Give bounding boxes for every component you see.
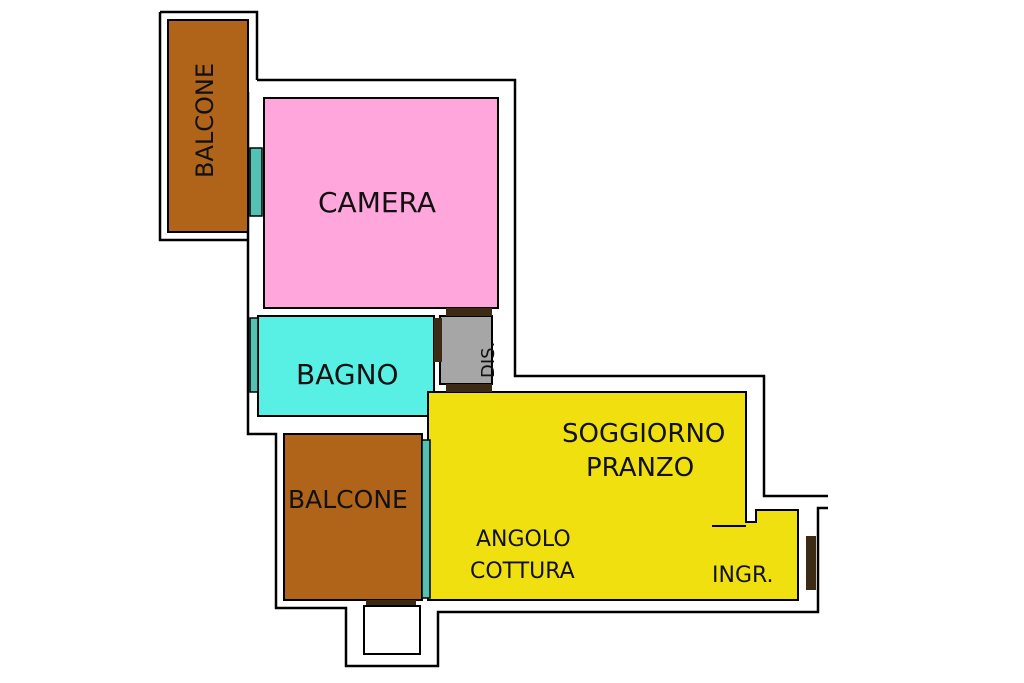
balcone-top-label: BALCONE bbox=[191, 63, 219, 178]
bagno-label: BAGNO bbox=[296, 358, 399, 391]
outer-walls bbox=[158, 10, 828, 668]
camera-label: CAMERA bbox=[318, 186, 436, 219]
dis-label: DIS. bbox=[478, 342, 499, 378]
wall-outline-top-balcony bbox=[158, 10, 259, 242]
balcone-bottom-label: BALCONE bbox=[288, 485, 408, 514]
ingresso-label: INGR. bbox=[712, 563, 774, 588]
stair-notch bbox=[363, 605, 421, 655]
door-dis bbox=[434, 318, 442, 362]
angolo-label-line1: ANGOLO bbox=[476, 527, 571, 552]
door-camera bbox=[446, 308, 492, 316]
soggiorno-label-line2: PRANZO bbox=[586, 453, 694, 483]
window-soggiorno bbox=[421, 439, 431, 599]
soggiorno-label-line1: SOGGIORNO bbox=[562, 419, 725, 449]
balcony-top-room bbox=[167, 19, 249, 233]
door-entrance bbox=[806, 536, 816, 590]
window-camera bbox=[249, 147, 263, 217]
bagno-room bbox=[257, 315, 435, 417]
angolo-label-line2: COTTURA bbox=[470, 559, 575, 584]
door-soggiorno bbox=[446, 384, 492, 392]
wall-outline-main bbox=[257, 78, 828, 498]
balcony-bottom-room bbox=[283, 433, 423, 601]
camera-room bbox=[263, 97, 499, 309]
window-bagno bbox=[249, 317, 259, 393]
door-balcony bbox=[366, 600, 416, 608]
soggiorno-room bbox=[427, 391, 799, 601]
wall-outline-left bbox=[246, 92, 828, 668]
